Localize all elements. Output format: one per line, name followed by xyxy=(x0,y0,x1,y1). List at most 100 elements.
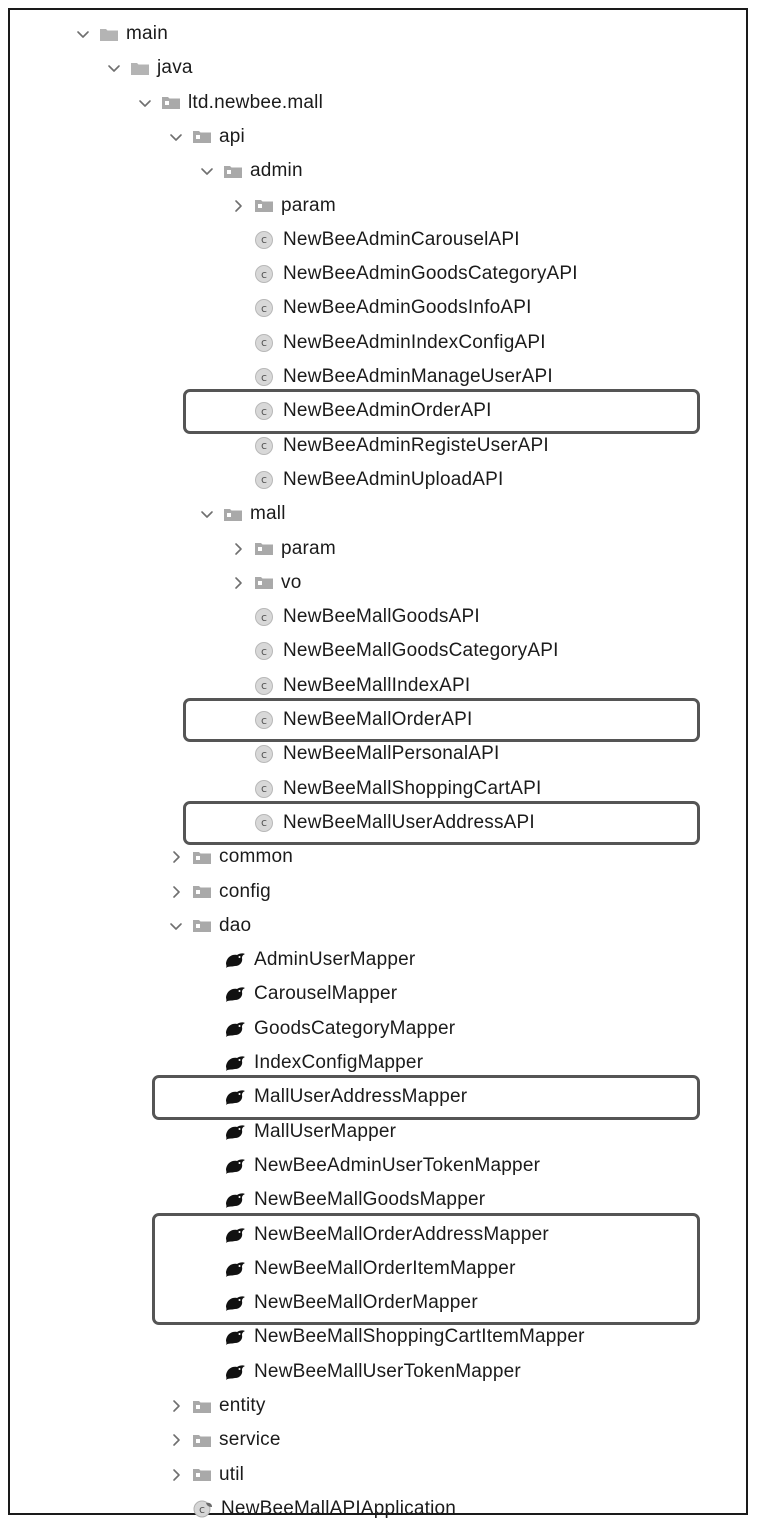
tree-item-label: NewBeeMallShoppingCartAPI xyxy=(283,777,542,799)
mybatis-mapper-icon xyxy=(224,1294,246,1312)
package-folder-icon xyxy=(193,885,211,898)
tree-item-label: NewBeeMallIndexAPI xyxy=(283,674,471,696)
tree-row[interactable]: NewBeeAdminUserTokenMapper xyxy=(10,1149,746,1183)
tree-row[interactable]: MallUserMapper xyxy=(10,1115,746,1149)
chevron-down-icon[interactable] xyxy=(200,507,214,521)
tree-row[interactable]: main xyxy=(10,17,746,51)
package-folder-icon xyxy=(193,1434,211,1447)
tree-item-label: entity xyxy=(219,1395,266,1416)
tree-row[interactable]: NewBeeMallOrderAddressMapper xyxy=(10,1218,746,1252)
folder-icon xyxy=(100,28,118,41)
chevron-down-icon[interactable] xyxy=(107,61,121,75)
mybatis-mapper-icon xyxy=(224,1020,246,1038)
tree-item-label: NewBeeMallOrderItemMapper xyxy=(254,1257,516,1279)
tree-item-label: api xyxy=(219,125,245,147)
chevron-down-icon[interactable] xyxy=(169,130,183,144)
tree-row[interactable]: service xyxy=(10,1423,746,1457)
tree-row[interactable]: entity xyxy=(10,1389,746,1423)
java-class-icon: c xyxy=(255,265,273,284)
tree-item-label: NewBeeMallOrderMapper xyxy=(254,1292,478,1314)
chevron-right-icon[interactable] xyxy=(231,199,245,213)
tree-row[interactable]: c NewBeeMallIndexAPI xyxy=(10,669,746,703)
tree-row[interactable]: GoodsCategoryMapper xyxy=(10,1012,746,1046)
tree-row[interactable]: AdminUserMapper xyxy=(10,943,746,977)
tree-item-label: config xyxy=(219,880,271,902)
tree-row[interactable]: api xyxy=(10,120,746,154)
tree-row[interactable]: MallUserAddressMapper xyxy=(10,1080,746,1114)
tree-item-label: NewBeeAdminIndexConfigAPI xyxy=(283,331,546,353)
chevron-right-icon[interactable] xyxy=(169,1468,183,1482)
mybatis-mapper-icon xyxy=(224,1191,246,1209)
svg-text:c: c xyxy=(199,1503,205,1516)
chevron-right-icon[interactable] xyxy=(169,1399,183,1413)
tree-row[interactable]: common xyxy=(10,840,746,874)
mybatis-mapper-icon xyxy=(224,1226,246,1244)
tree-row[interactable]: NewBeeMallOrderMapper xyxy=(10,1286,746,1320)
tree-item-label: NewBeeMallGoodsCategoryAPI xyxy=(283,640,559,662)
tree-row[interactable]: IndexConfigMapper xyxy=(10,1046,746,1080)
tree-row[interactable]: param xyxy=(10,189,746,223)
mybatis-mapper-icon xyxy=(224,1363,246,1381)
chevron-right-icon[interactable] xyxy=(169,885,183,899)
tree-item-label: NewBeeAdminManageUserAPI xyxy=(283,366,553,387)
folder-icon xyxy=(131,62,149,75)
tree-row[interactable]: NewBeeMallGoodsMapper xyxy=(10,1183,746,1217)
tree-row[interactable]: NewBeeMallOrderItemMapper xyxy=(10,1252,746,1286)
tree-row[interactable]: param xyxy=(10,532,746,566)
tree-item-label: dao xyxy=(219,914,252,936)
package-folder-icon xyxy=(255,542,273,555)
tree-row[interactable]: dao xyxy=(10,909,746,943)
package-folder-icon xyxy=(255,199,273,212)
tree-row[interactable]: NewBeeMallUserTokenMapper xyxy=(10,1355,746,1389)
chevron-right-icon[interactable] xyxy=(231,542,245,556)
tree-item-label: NewBeeMallAPIApplication xyxy=(221,1497,457,1519)
tree-row[interactable]: NewBeeMallShoppingCartItemMapper xyxy=(10,1320,746,1354)
chevron-right-icon[interactable] xyxy=(169,1433,183,1447)
tree-item-label: NewBeeMallShoppingCartItemMapper xyxy=(254,1326,585,1348)
chevron-down-icon[interactable] xyxy=(169,919,183,933)
tree-row[interactable]: c NewBeeMallAPIApplication xyxy=(10,1492,746,1526)
tree-row[interactable]: java xyxy=(10,51,746,85)
tree-item-label: MallUserMapper xyxy=(254,1120,397,1142)
package-folder-icon xyxy=(193,1468,211,1482)
chevron-down-icon[interactable] xyxy=(76,27,90,41)
tree-row[interactable]: mall xyxy=(10,497,746,531)
package-folder-icon xyxy=(193,1400,211,1413)
tree-row[interactable]: config xyxy=(10,875,746,909)
tree-item-label: NewBeeMallUserTokenMapper xyxy=(254,1360,521,1382)
tree-item-label: java xyxy=(157,57,193,79)
java-class-icon: c xyxy=(255,608,273,627)
tree-row[interactable]: vo xyxy=(10,566,746,600)
java-class-icon: c xyxy=(255,676,273,695)
package-folder-icon xyxy=(162,96,180,110)
tree-row[interactable]: util xyxy=(10,1458,746,1492)
tree-item-label: MallUserAddressMapper xyxy=(254,1086,468,1108)
mybatis-mapper-icon xyxy=(224,1054,246,1072)
tree-row[interactable]: c NewBeeAdminCarouselAPI xyxy=(10,223,746,257)
chevron-right-icon[interactable] xyxy=(169,850,183,864)
chevron-down-icon[interactable] xyxy=(138,96,152,110)
tree-row[interactable]: ltd.newbee.mall xyxy=(10,86,746,120)
tree-item-label: param xyxy=(281,537,336,559)
chevron-right-icon[interactable] xyxy=(231,576,245,590)
tree-row[interactable]: admin xyxy=(10,154,746,188)
tree-item-label: NewBeeMallGoodsMapper xyxy=(254,1189,486,1211)
chevron-down-icon[interactable] xyxy=(200,164,214,178)
tree-item-label: IndexConfigMapper xyxy=(254,1052,424,1073)
java-class-icon: c xyxy=(255,230,273,249)
tree-row[interactable]: CarouselMapper xyxy=(10,977,746,1011)
tree-item-label: NewBeeAdminCarouselAPI xyxy=(283,228,520,250)
